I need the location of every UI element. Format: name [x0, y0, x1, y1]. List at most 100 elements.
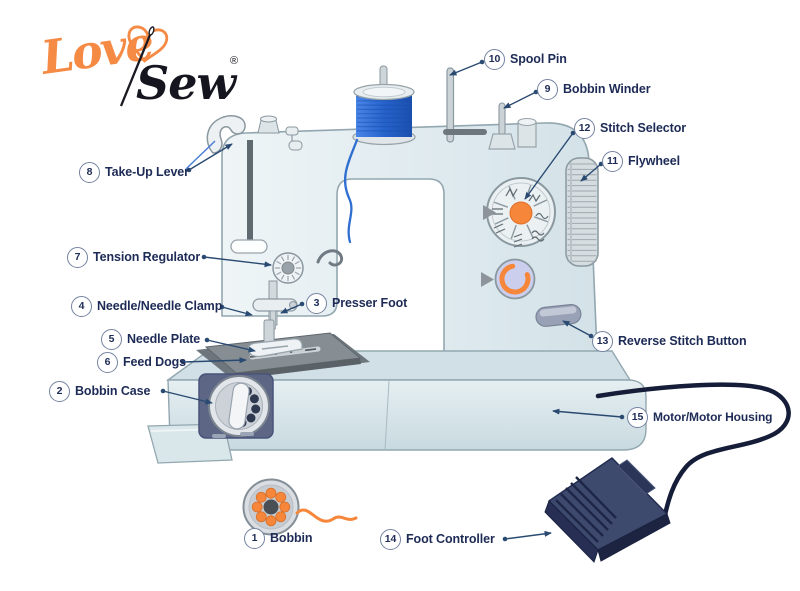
thread-slot-end: [230, 239, 268, 254]
part-label-5: 5 Needle Plate: [101, 328, 200, 350]
leader-dot: [219, 304, 225, 310]
thread-slot: [247, 140, 253, 242]
part-number-badge: 12: [574, 117, 595, 139]
part-name-text: Needle Plate: [127, 332, 201, 346]
part-number-badge: 2: [49, 380, 70, 402]
leader-dot: [201, 254, 207, 260]
leader-line: [203, 256, 272, 268]
leader-line: [449, 61, 483, 76]
thread-hook: [316, 249, 344, 267]
part-label-6: 6 Feed Dogs: [97, 351, 186, 373]
needle-assembly: [248, 280, 303, 358]
part-name-text: Take-Up Lever: [105, 165, 189, 179]
leader-dot: [502, 536, 508, 542]
leader-line: [188, 143, 233, 171]
take-up-lever: [206, 115, 246, 154]
leader-line: [182, 357, 247, 364]
logo-needle-icon: [119, 26, 155, 107]
logo-sew-text: Sew: [136, 56, 237, 110]
leader-lines: [160, 59, 625, 542]
part-label-15: 15 Motor/Motor Housing: [627, 406, 773, 428]
part-number-badge: 8: [79, 161, 100, 183]
leader-line: [221, 306, 253, 317]
leader-line: [524, 132, 574, 200]
thread-spool: [344, 65, 416, 244]
stitch-selector-dial: [486, 177, 556, 248]
stitch-selector-knob: [509, 201, 533, 225]
part-label-2: 2 Bobbin Case: [49, 380, 150, 402]
part-label-1: 1 Bobbin: [244, 527, 313, 549]
part-name-text: Bobbin Winder: [563, 82, 651, 96]
part-name-text: Flywheel: [628, 154, 680, 168]
bobbin-case: [208, 375, 270, 437]
leader-line: [162, 390, 213, 405]
bobbin-winder: [488, 102, 537, 150]
leader-dot: [299, 301, 305, 307]
part-number-badge: 6: [97, 351, 118, 373]
leader-line: [580, 163, 602, 182]
part-name-text: Feed Dogs: [123, 355, 186, 369]
bobbin-thread: [295, 508, 358, 523]
part-number-badge: 5: [101, 328, 122, 350]
leader-line: [562, 320, 592, 337]
part-name-text: Bobbin Case: [75, 384, 151, 398]
part-name-text: Motor/Motor Housing: [653, 410, 773, 424]
bobbin-illustration: [242, 478, 358, 536]
part-number-badge: 1: [244, 527, 265, 549]
part-number-badge: 13: [592, 330, 613, 352]
part-name-text: Foot Controller: [406, 532, 495, 546]
thread-guide: [285, 126, 303, 151]
leader-dot: [186, 167, 192, 173]
top-cap: [257, 115, 280, 134]
part-name-text: Stitch Selector: [600, 121, 687, 135]
part-label-12: 12 Stitch Selector: [574, 117, 686, 139]
part-label-9: 9 Bobbin Winder: [537, 78, 651, 100]
leader-line: [280, 303, 303, 314]
arm-slot: [443, 129, 487, 135]
part-number-badge: 15: [627, 406, 648, 428]
leader-line: [503, 91, 537, 109]
thread-blue-hanging: [344, 138, 359, 244]
part-number-badge: 3: [306, 292, 327, 314]
tension-regulator-dial: [272, 252, 304, 284]
part-number-badge: 14: [380, 528, 401, 550]
part-name-text: Reverse Stitch Button: [618, 334, 747, 348]
part-label-8: 8 Take-Up Lever: [79, 161, 189, 183]
part-label-10: 10 Spool Pin: [484, 48, 567, 70]
machine-head-details: [185, 115, 344, 284]
stitch-selector-pointer-icon: [483, 205, 496, 220]
leader-dot: [204, 337, 210, 343]
logo-heart-icon: [127, 25, 169, 63]
pattern-dial-pointer-icon: [481, 272, 494, 287]
part-name-text: Bobbin: [270, 531, 313, 545]
flywheel: [565, 157, 599, 267]
logo-registered-mark: ®: [230, 55, 238, 67]
part-label-13: 13 Reverse Stitch Button: [592, 330, 747, 352]
part-label-7: 7 Tension Regulator: [67, 246, 200, 268]
spool-pin: [446, 67, 455, 143]
power-cable: [595, 382, 791, 522]
part-name-text: Needle/Needle Clamp: [97, 299, 223, 313]
leader-dot: [160, 388, 166, 394]
part-name-text: Tension Regulator: [93, 250, 201, 264]
part-number-badge: 7: [67, 246, 88, 268]
leader-line: [504, 530, 552, 540]
part-name-text: Spool Pin: [510, 52, 567, 66]
part-number-badge: 10: [484, 48, 505, 70]
leader-line: [206, 339, 256, 353]
part-label-14: 14 Foot Controller: [380, 528, 495, 550]
pattern-dial: [494, 258, 536, 300]
leader-dot: [479, 59, 485, 65]
leader-line: [552, 408, 623, 418]
bobbin-case-compartment: [198, 373, 274, 439]
foot-controller-pedal: [544, 457, 671, 563]
leader-dot: [619, 414, 625, 420]
flywheel-ribs: [567, 163, 597, 262]
part-number-badge: 9: [537, 78, 558, 100]
